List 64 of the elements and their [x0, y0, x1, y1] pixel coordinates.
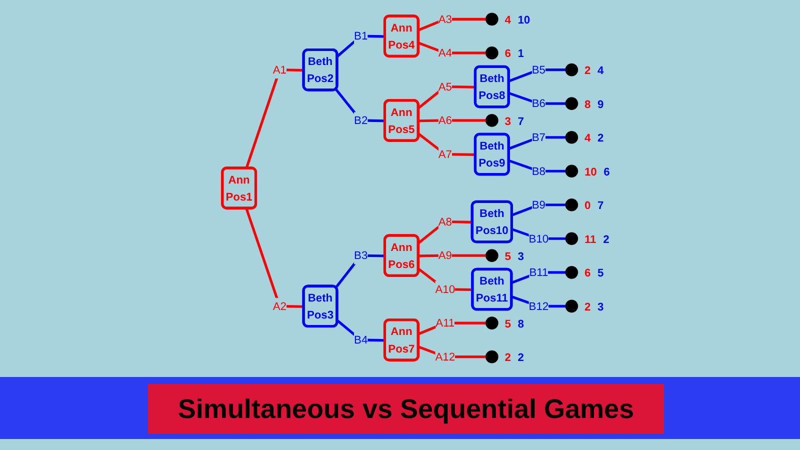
- edge-label: A6: [438, 114, 452, 127]
- edge-label: A9: [438, 248, 452, 262]
- payoff-value: 3: [518, 250, 524, 263]
- edge-label: A5: [438, 80, 452, 93]
- edge-label: B9: [532, 198, 546, 212]
- edge-label: B6: [532, 96, 546, 110]
- edge-label: B12: [528, 300, 549, 312]
- edge-label: A3: [438, 12, 452, 26]
- edge-label: A1: [272, 63, 286, 76]
- edge-label: A10: [435, 282, 456, 296]
- payoff-value: 2: [518, 352, 524, 364]
- payoff-value: 10: [584, 166, 597, 178]
- decision-node: Beth Pos11: [471, 268, 513, 311]
- edge-label: B1: [354, 29, 368, 42]
- payoff-value: 3: [598, 301, 604, 314]
- edge-label: B4: [354, 333, 368, 346]
- payoff-value: 10: [518, 14, 530, 26]
- payoff-value: 6: [584, 268, 591, 280]
- payoff-value: 5: [504, 250, 511, 263]
- title: Simultaneous vs Sequential Games: [148, 384, 664, 434]
- payoff-value: 2: [504, 352, 511, 364]
- payoff-value: 7: [518, 116, 524, 128]
- edge-label: B2: [354, 114, 368, 127]
- decision-node: Beth Pos2: [302, 48, 338, 92]
- payoff-value: 7: [598, 200, 604, 212]
- edge-label: B5: [532, 63, 546, 76]
- payoff-value: 1: [518, 48, 524, 60]
- decision-node: Beth Pos10: [470, 200, 513, 244]
- payoff-value: 3: [504, 116, 511, 128]
- payoff-value: 2: [584, 301, 591, 314]
- edge-label: A4: [438, 46, 452, 60]
- payoff-value: 11: [584, 234, 596, 246]
- payoff-value: 8: [518, 318, 524, 330]
- decision-node: Ann Pos7: [383, 318, 420, 362]
- decision-node: Ann Pos4: [383, 14, 420, 58]
- edge-label: B8: [532, 164, 546, 178]
- edge-label: B11: [529, 266, 548, 279]
- payoff-value: 2: [584, 65, 591, 78]
- edge-label: A11: [436, 316, 455, 330]
- payoff-value: 4: [584, 132, 591, 145]
- decision-node: Ann Pos1: [221, 166, 258, 210]
- edge-label: A8: [438, 215, 452, 228]
- payoff-value: 2: [598, 132, 604, 145]
- payoff-value: 8: [584, 98, 591, 111]
- edge-label: A12: [435, 350, 456, 364]
- decision-node: Ann Pos6: [383, 234, 420, 277]
- decision-node: Ann Pos5: [383, 99, 420, 142]
- payoff-value: 9: [598, 98, 604, 111]
- decision-node: Beth Pos8: [474, 65, 510, 108]
- payoff-value: 5: [598, 268, 604, 280]
- payoff-value: 0: [584, 200, 591, 212]
- edge-label: A2: [272, 300, 286, 312]
- payoff-value: 6: [604, 166, 610, 178]
- payoff-value: 5: [504, 318, 511, 330]
- decision-node: Beth Pos3: [302, 284, 338, 328]
- decision-node: Beth Pos9: [474, 132, 510, 176]
- payoff-value: 2: [603, 234, 610, 246]
- payoff-value: 4: [504, 14, 511, 26]
- edge-label: B7: [532, 130, 546, 144]
- payoff-value: 4: [598, 65, 604, 78]
- payoff-value: 6: [504, 48, 511, 60]
- edge-label: B3: [354, 248, 368, 262]
- edge-label: B10: [528, 232, 549, 245]
- edge-label: A7: [438, 148, 452, 160]
